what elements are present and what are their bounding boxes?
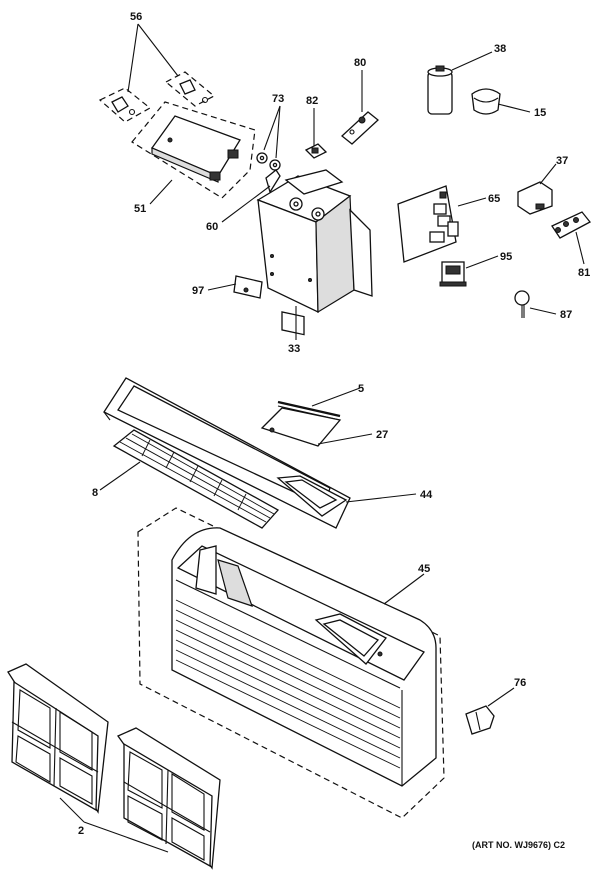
part-82-clip xyxy=(304,143,328,159)
part-65-circuit-board xyxy=(397,185,459,263)
callout-82: 82 xyxy=(306,95,318,107)
callout-76: 76 xyxy=(514,677,526,689)
part-81-terminal-block xyxy=(551,211,591,239)
callout-56: 56 xyxy=(130,11,142,23)
callout-45: 45 xyxy=(418,563,430,575)
callout-65: 65 xyxy=(488,193,500,205)
part-2-filter-left xyxy=(7,663,109,814)
part-38-capacitor xyxy=(427,65,453,115)
callout-80: 80 xyxy=(354,57,366,69)
part-37-relay xyxy=(517,181,553,215)
part-44-top-panel xyxy=(103,377,351,529)
art-number: (ART NO. WJ9676) C2 xyxy=(472,840,565,850)
callout-37: 37 xyxy=(556,155,568,167)
part-33-control-housing xyxy=(256,169,373,336)
part-97-label xyxy=(233,275,263,299)
part-76-clip xyxy=(465,705,495,735)
callout-38: 38 xyxy=(494,43,506,55)
callout-44: 44 xyxy=(420,489,433,501)
callout-95: 95 xyxy=(500,251,512,263)
leader-lines xyxy=(59,23,585,853)
part-27-panel-overlay xyxy=(260,407,342,447)
part-45-front-cabinet xyxy=(137,507,445,819)
part-8-grille xyxy=(112,429,280,529)
part-2-filter-right xyxy=(117,727,221,870)
part-80-bracket xyxy=(341,111,379,145)
part-87-thermistor xyxy=(514,290,530,318)
callout-73: 73 xyxy=(272,93,284,105)
part-95-transformer xyxy=(439,261,467,287)
callout-60: 60 xyxy=(206,221,218,233)
cabinet-louvers xyxy=(175,599,401,769)
part-15-clamp xyxy=(471,88,501,115)
callout-5: 5 xyxy=(358,383,364,395)
callout-labels: 56 73 82 80 38 15 37 65 95 81 87 51 60 9… xyxy=(78,11,590,850)
callout-15: 15 xyxy=(534,107,546,119)
callout-8: 8 xyxy=(92,487,98,499)
callout-27: 27 xyxy=(376,429,388,441)
callout-2: 2 xyxy=(78,825,84,837)
callout-51: 51 xyxy=(134,203,146,215)
callout-33: 33 xyxy=(288,343,300,355)
callout-81: 81 xyxy=(578,267,590,279)
part-51-control-board xyxy=(131,101,256,199)
callout-87: 87 xyxy=(560,309,572,321)
callout-97: 97 xyxy=(192,285,204,297)
part-56-connectors xyxy=(98,71,216,123)
